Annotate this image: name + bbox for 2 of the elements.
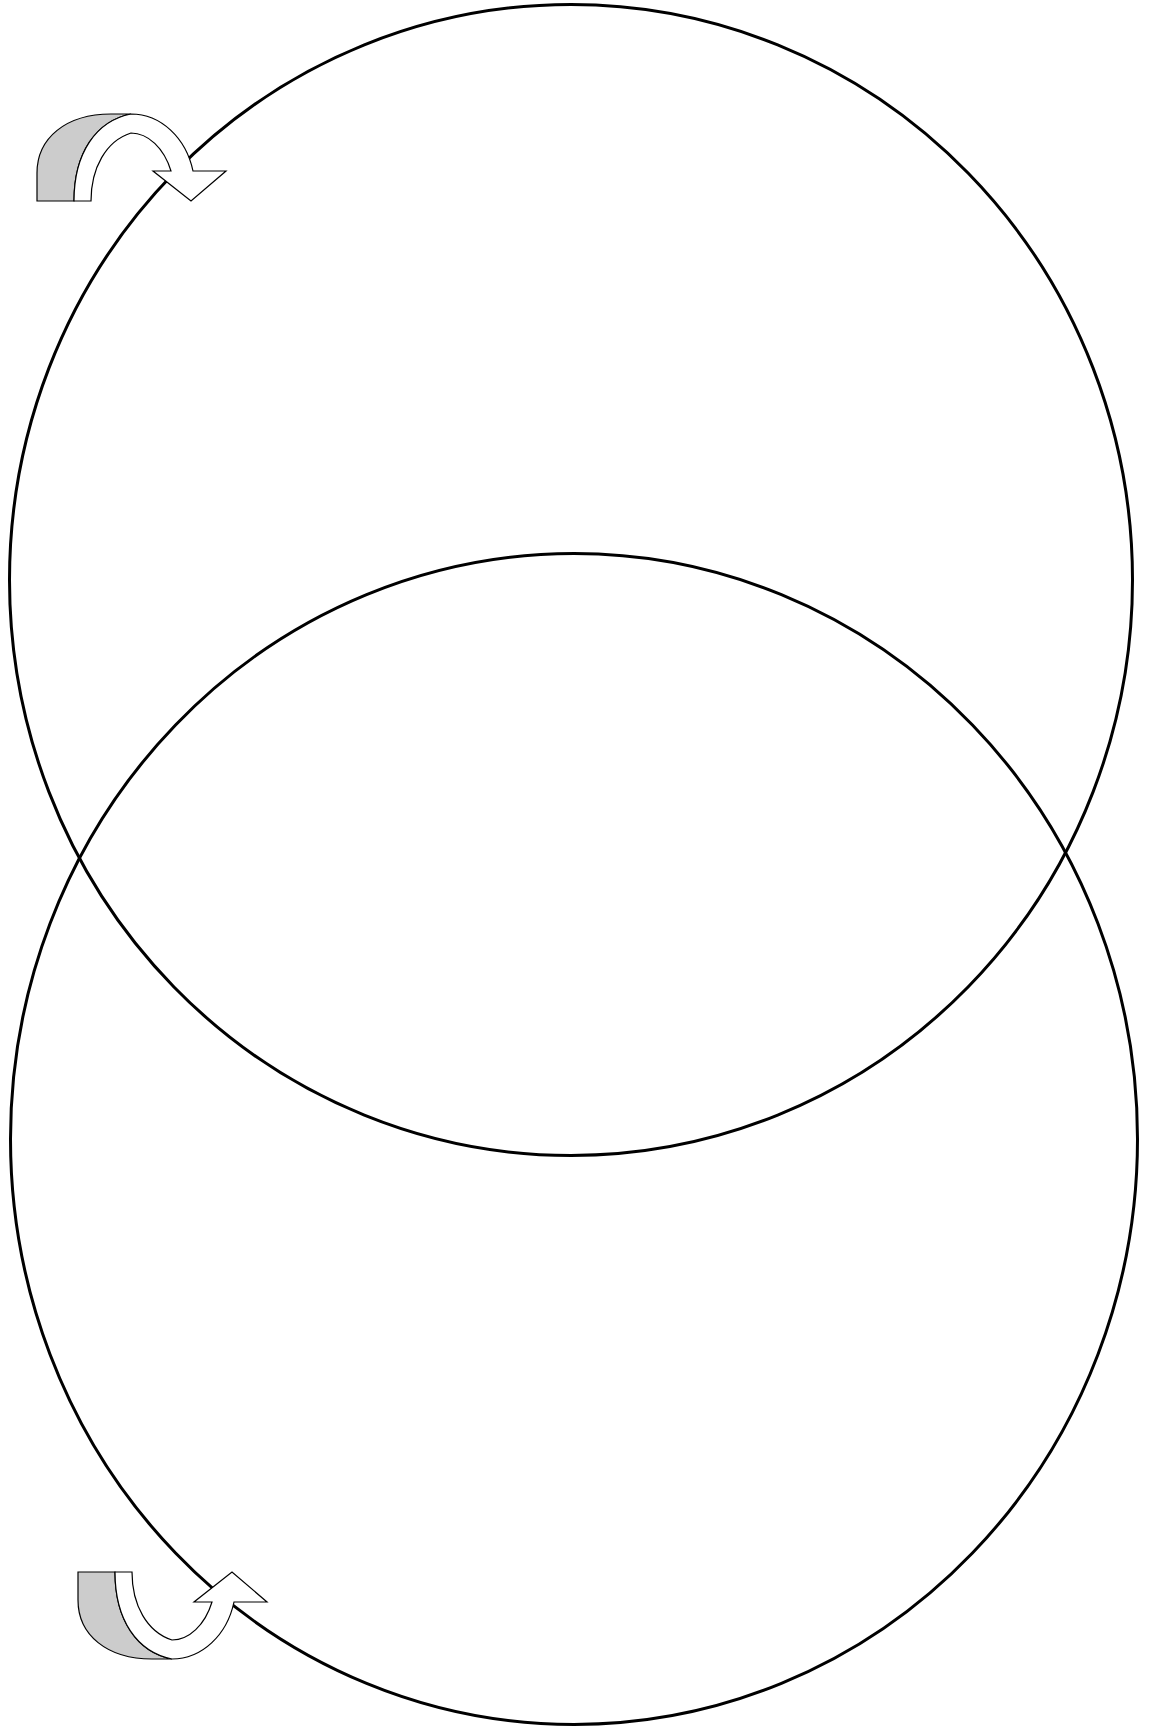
venn-circle [8,3,1134,1157]
venn-circle [9,552,1139,1726]
